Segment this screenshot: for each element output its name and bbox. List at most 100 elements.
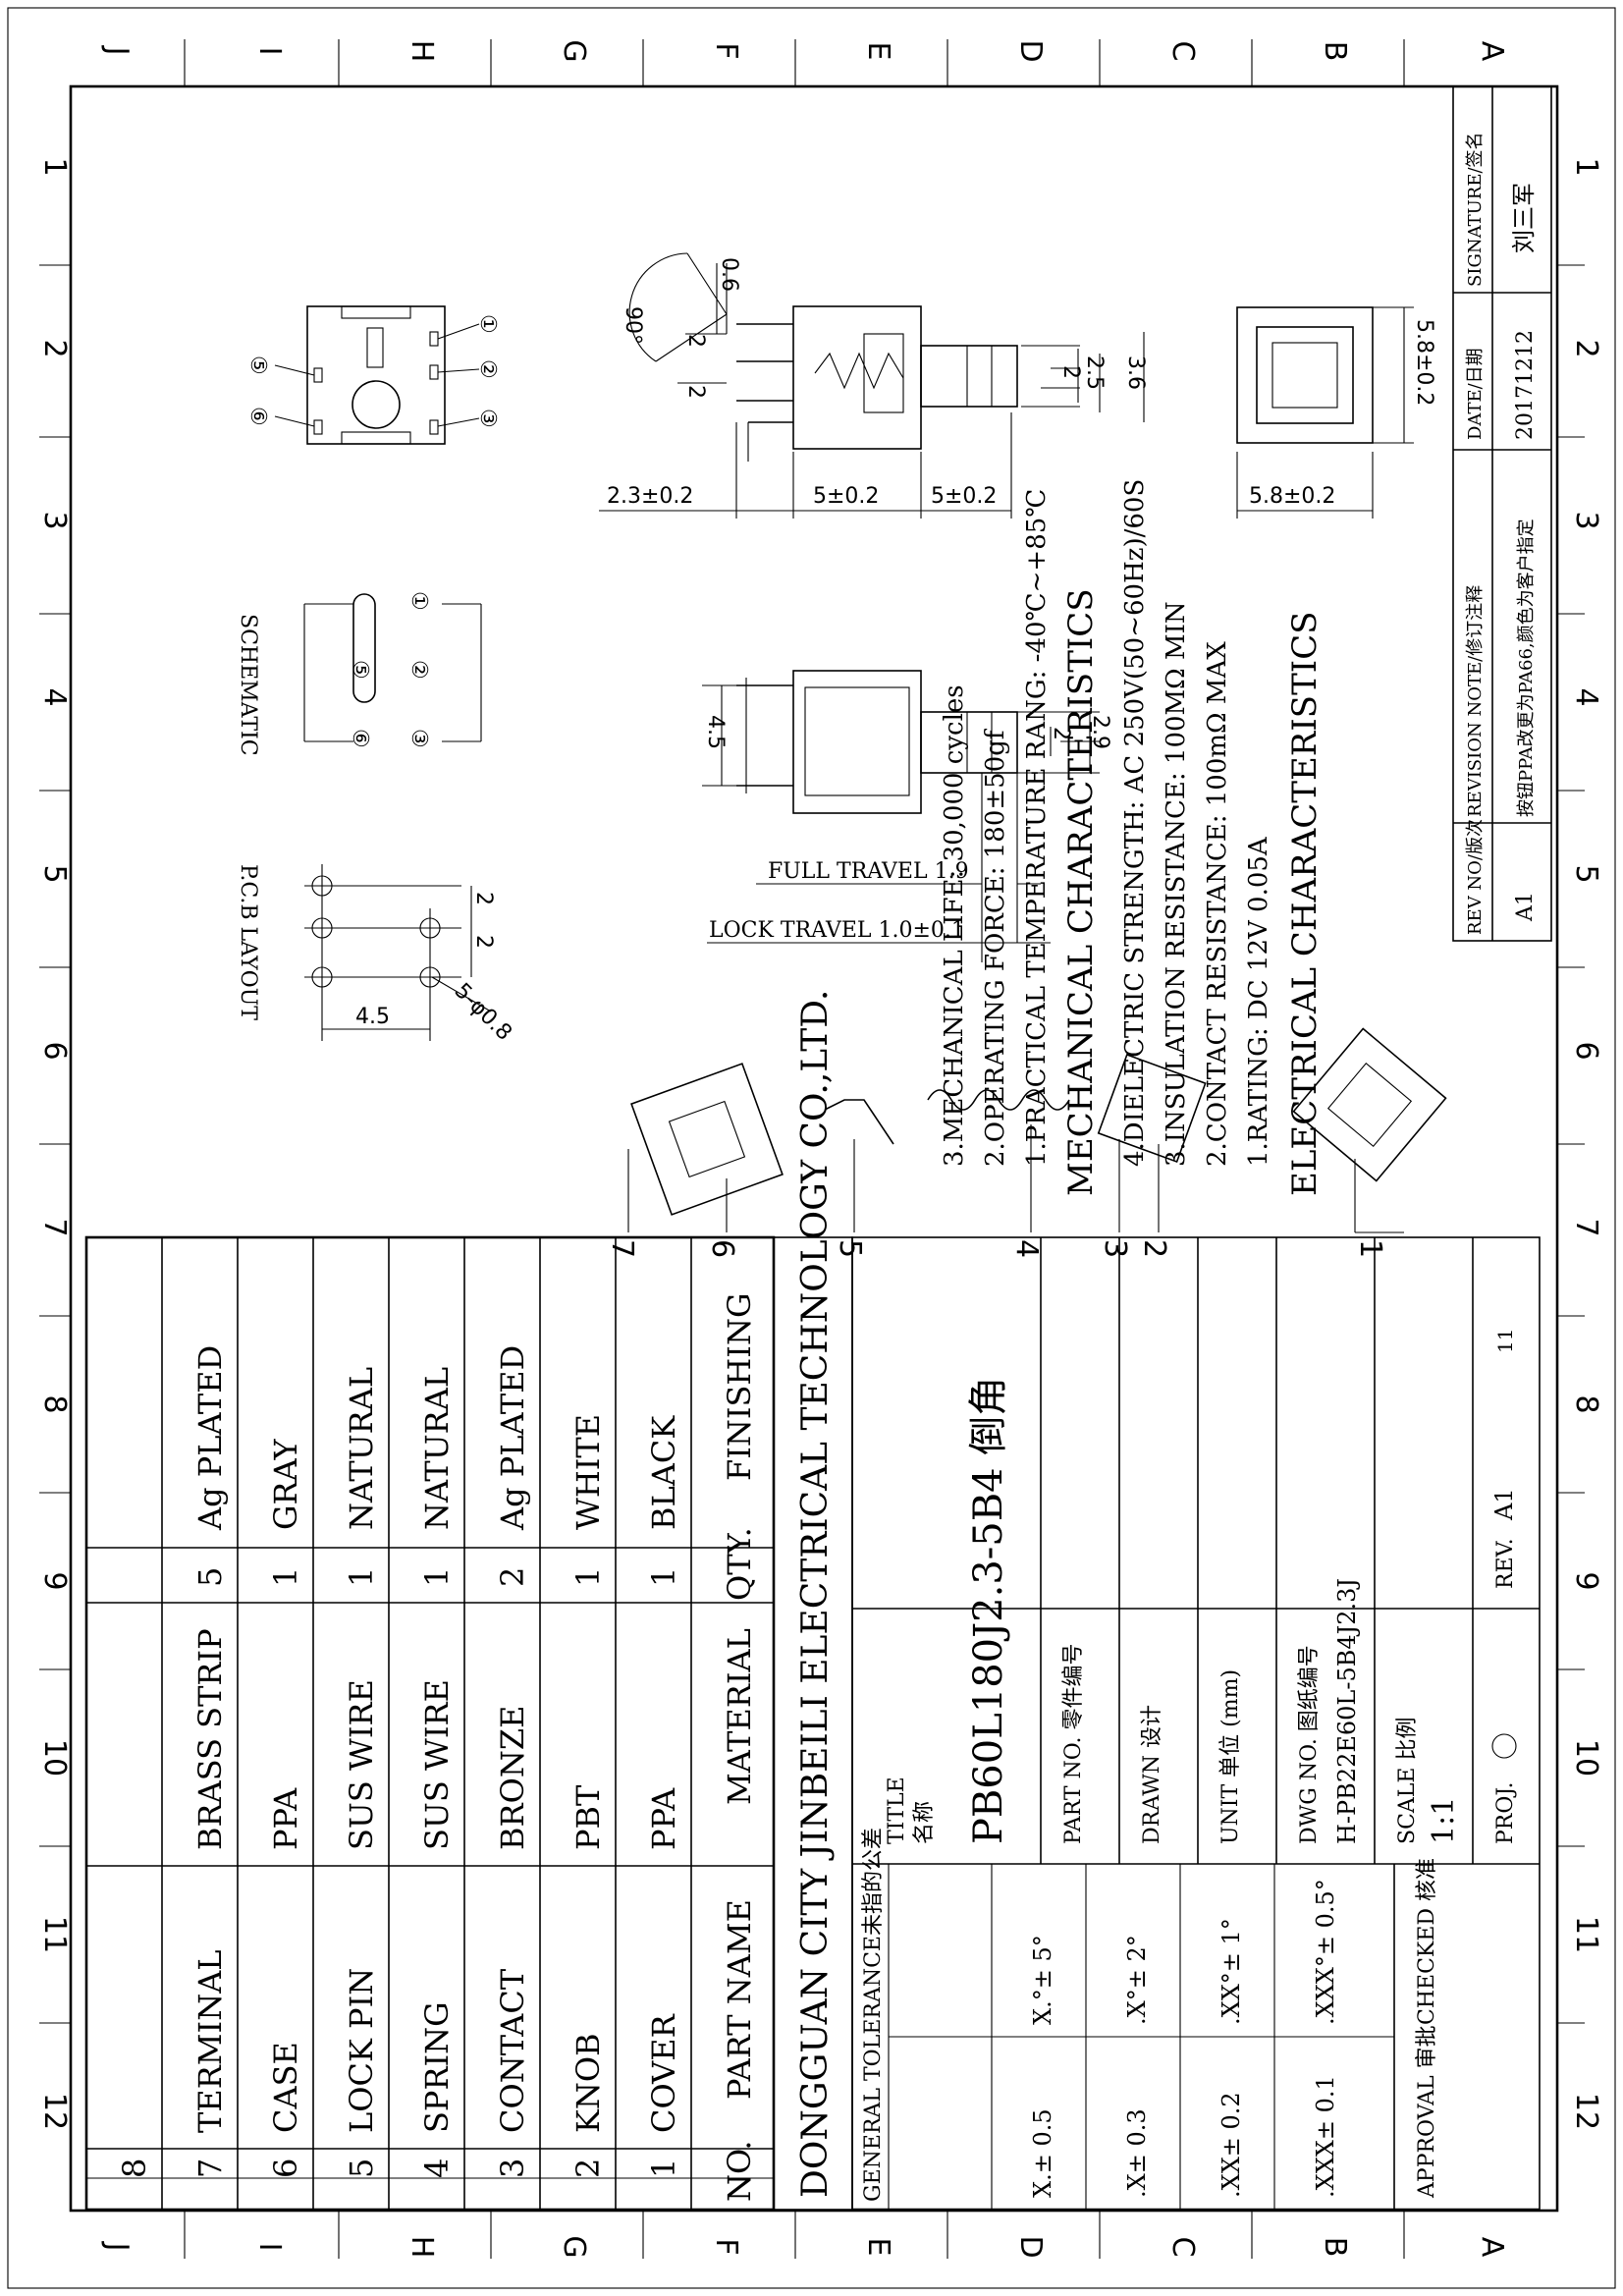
tolerance-cell: .X°± 2° xyxy=(1123,1935,1151,2025)
title-label: TITLE xyxy=(885,1777,909,1844)
dim-label: 2 xyxy=(471,935,496,949)
tolerance-cell: .XXX°± 0.5° xyxy=(1312,1879,1339,2025)
electrical-item: 4.DIELECTRIC STRENGTH: AC 250V(50~60Hz)/… xyxy=(1120,479,1150,1167)
side-view: 0.6 90° 2 2 3.6 2.5 2 2.3±0.2 5±0.2 5±0.… xyxy=(599,252,1148,519)
zone-letter: I xyxy=(252,2243,287,2252)
zone-letter: F xyxy=(709,2238,743,2255)
zone-letter: H xyxy=(405,40,439,63)
lower-view: 4.5 2 2.9 FULL TRAVEL 1.9 LOCK TRAVEL 1.… xyxy=(702,670,1112,962)
revision-cell: A1 xyxy=(1513,892,1538,922)
zone-letter: E xyxy=(861,2238,895,2257)
zone-number: 5 xyxy=(1569,864,1603,883)
tolerance-cell: .XX± 0.2 xyxy=(1217,2092,1245,2198)
dim-label: 5±0.2 xyxy=(931,484,997,509)
dim-label: 5.8±0.2 xyxy=(1249,484,1335,509)
exploded-view: 7 6 5 4 3 2 1 xyxy=(605,1027,1447,1258)
dwg-no-label: DWG NO. 图纸编号 xyxy=(1297,1645,1322,1844)
zone-number: 10 xyxy=(37,1739,72,1777)
zone-letter: C xyxy=(1165,2237,1200,2258)
inner-border xyxy=(69,84,1559,2213)
dim-label: 2 xyxy=(683,334,708,348)
pin-label: ① xyxy=(475,314,500,334)
checked-label: CHECKED 核准 xyxy=(1415,1858,1439,2025)
zone-number: 5 xyxy=(37,864,72,883)
zone-number: 1 xyxy=(37,157,72,176)
zone-number: 12 xyxy=(1569,2093,1603,2130)
bom-cell: 3 xyxy=(494,2159,531,2178)
dim-label: 0.6 xyxy=(717,257,741,292)
zone-number: 7 xyxy=(1569,1218,1603,1236)
lock-travel-label: LOCK TRAVEL 1.0±0.1 xyxy=(709,918,965,943)
revision-header: REVISION NOTE/修订注释 xyxy=(1465,585,1486,817)
dim-label: 4.5 xyxy=(355,1005,390,1029)
bom-cell: PPA xyxy=(645,1787,682,1850)
sheet-mark: 11 xyxy=(1493,1329,1517,1353)
projection-symbol-icon xyxy=(1491,1733,1517,1759)
zone-letter: F xyxy=(709,42,743,59)
approval-label: APPROVAL 审批 xyxy=(1415,2025,1439,2199)
bom-cell: BRASS STRIP xyxy=(191,1628,229,1850)
dwg-no: H-PB22E60L-5B4J2.3J xyxy=(1333,1578,1361,1844)
bom-header: MATERIAL xyxy=(721,1628,758,1805)
company-name: DONGGUAN CITY JINBEILI ELECTRICAL TECHNO… xyxy=(795,990,836,2198)
bom-cell: 1 xyxy=(418,1567,456,1587)
bom-cell: 6 xyxy=(267,2159,304,2178)
bom-cell: 8 xyxy=(116,2159,153,2178)
pin-label: ⑤ xyxy=(348,660,372,680)
tolerance-cell: X.°± 5° xyxy=(1029,1935,1056,2025)
zone-number: 2 xyxy=(1569,339,1603,357)
dim-label: 2.3±0.2 xyxy=(607,484,693,509)
bom-cell: GRAY xyxy=(267,1439,304,1530)
zone-letter: B xyxy=(1318,41,1352,62)
zone-letter: E xyxy=(861,42,895,61)
dim-label: 2 xyxy=(1058,365,1083,379)
bom-header: QTY. xyxy=(721,1527,758,1601)
bom-header: NO. xyxy=(721,2140,758,2202)
bom-table: 8 7 6 5 4 3 2 1 NO. TERMINAL CASE LOCK P… xyxy=(84,1235,776,2212)
zone-letter: J xyxy=(100,2241,135,2252)
dim-label: 3.6 xyxy=(1123,355,1148,390)
bom-cell: SUS WIRE xyxy=(343,1679,380,1850)
zone-number: 7 xyxy=(37,1218,72,1236)
full-travel-label: FULL TRAVEL 1.9 xyxy=(768,859,969,884)
outer-border xyxy=(7,7,1616,2289)
revision-cell: 20171212 xyxy=(1513,330,1538,440)
bom-cell: 2 xyxy=(569,2159,607,2178)
mechanical-item: 1.PRACTICAL TEMPERATURE RANG: -40℃~+85℃ xyxy=(1022,489,1052,1167)
pin-label: ⑥ xyxy=(245,407,270,426)
bom-cell: PPA xyxy=(267,1787,304,1850)
zone-number: 6 xyxy=(37,1041,72,1060)
zone-letter: D xyxy=(1013,39,1048,62)
bom-cell: 5 xyxy=(343,2159,380,2178)
electrical-item: 3.INSULATION RESISTANCE: 100MΩ MIN xyxy=(1162,601,1191,1167)
bom-cell: 2 xyxy=(494,1567,531,1587)
rev-label: REV. xyxy=(1493,1538,1518,1589)
zone-letter: G xyxy=(557,2235,591,2258)
pin-label: ⑤ xyxy=(245,355,270,375)
zone-letter: G xyxy=(557,39,591,62)
zone-ticks xyxy=(39,39,1585,2259)
zone-number: 8 xyxy=(37,1394,72,1413)
mechanical-item: 2.OPERATING FORCE: 180±50gf xyxy=(981,728,1010,1167)
revision-header: SIGNATURE/签名 xyxy=(1465,132,1486,287)
bom-cell: BRONZE xyxy=(494,1706,531,1850)
tolerance-cell: X.± 0.5 xyxy=(1029,2108,1056,2198)
zone-letters-top: J I H G F E D C B A xyxy=(100,39,1509,62)
zone-letter: J xyxy=(100,45,135,56)
zone-letter: I xyxy=(252,47,287,56)
zone-numbers-left: 1 2 3 4 5 6 7 8 9 10 11 12 xyxy=(37,157,72,2130)
schematic: SCHEMATIC ① ② ③ ⑤ ⑥ xyxy=(236,591,482,756)
bom-header: FINISHING xyxy=(721,1292,758,1481)
zone-number: 10 xyxy=(1569,1739,1603,1777)
dim-label: 5±0.2 xyxy=(813,484,879,509)
callout-label: 5 xyxy=(833,1239,867,1258)
revision-header: REV NO/版次 xyxy=(1465,819,1486,935)
schematic-label: SCHEMATIC xyxy=(236,614,260,756)
bom-cell: CONTACT xyxy=(494,1968,531,2133)
dim-label: 4.5 xyxy=(703,715,728,749)
bom-cell: BLACK xyxy=(645,1415,682,1530)
bom-cell: 1 xyxy=(569,1567,607,1587)
zone-numbers-right: 1 2 3 4 5 6 7 8 9 10 11 12 xyxy=(1569,157,1603,2130)
drawing-title: PB60L180J2.3-5B4 倒角 xyxy=(966,1377,1011,1844)
